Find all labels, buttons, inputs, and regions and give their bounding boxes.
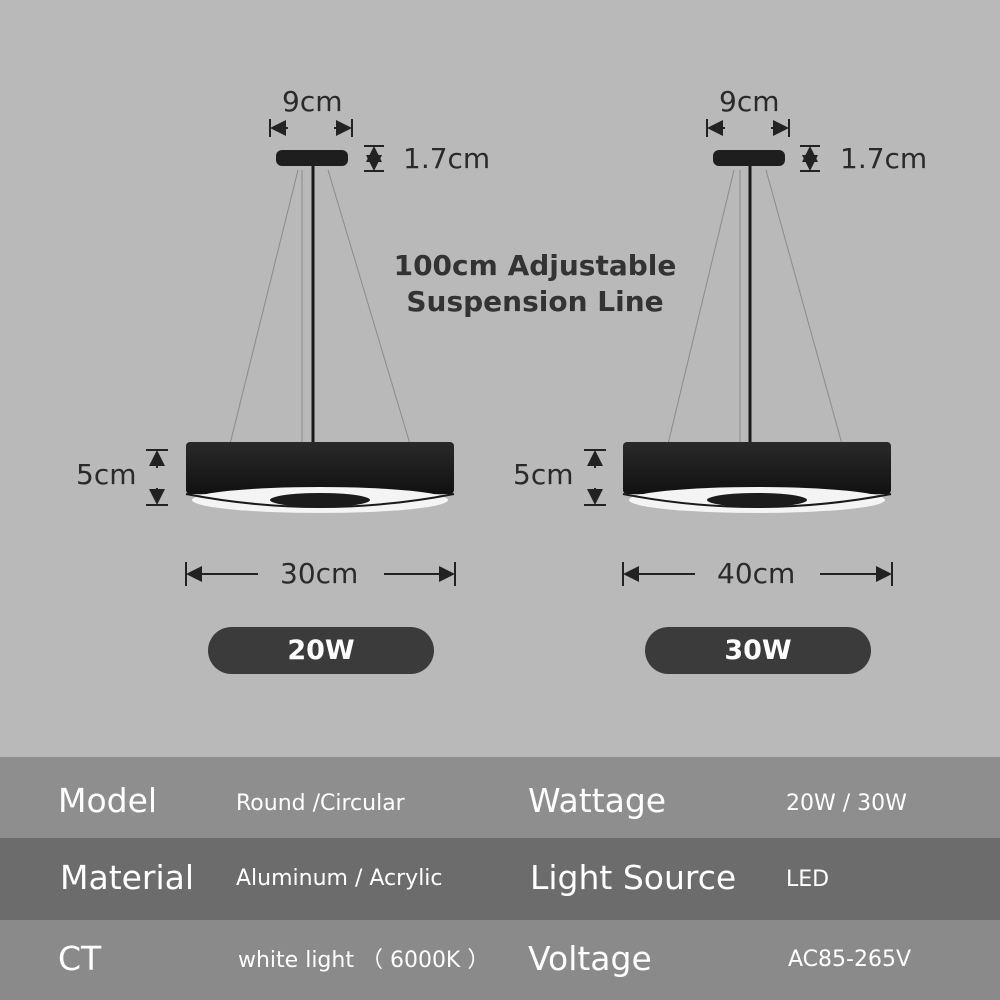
left-wattage-badge: 20W (208, 627, 434, 674)
spec-value: Round /Circular (236, 791, 405, 816)
right-lamp (584, 119, 893, 586)
suspension-line-caption: 100cm Adjustable Suspension Line (340, 248, 730, 320)
right-canopy-height-label: 1.7cm (840, 142, 928, 175)
left-canopy-width-label: 9cm (282, 85, 343, 118)
suspension-line1: 100cm Adjustable (393, 249, 677, 282)
right-body-height-label: 5cm (513, 458, 574, 491)
spec-table: Model Round /Circular Wattage 20W / 30W … (0, 757, 1000, 1000)
right-wattage-badge: 30W (645, 627, 871, 674)
left-diameter-label: 30cm (280, 557, 359, 590)
spec-value: Aluminum / Acrylic (236, 866, 443, 891)
spec-label: Material (60, 858, 195, 897)
spec-label: Model (58, 781, 158, 820)
spec-row: Model Round /Circular Wattage 20W / 30W (0, 757, 1000, 838)
spec-row: CT white light （ 6000K ） Voltage AC85-26… (0, 920, 1000, 1000)
suspension-line2: Suspension Line (406, 285, 664, 318)
right-diameter-label: 40cm (717, 557, 796, 590)
lamp-illustrations (146, 119, 893, 586)
left-lamp (146, 119, 456, 586)
spec-value: LED (786, 867, 830, 892)
left-body-height-label: 5cm (76, 458, 137, 491)
spec-row: Material Aluminum / Acrylic Light Source… (0, 838, 1000, 920)
spec-label: Wattage (528, 781, 667, 820)
spec-value: AC85-265V (788, 947, 911, 972)
left-canopy-height-label: 1.7cm (403, 142, 491, 175)
spec-label: Light Source (530, 858, 737, 897)
right-canopy-width-label: 9cm (719, 85, 780, 118)
spec-label: CT (58, 939, 102, 978)
spec-value: 20W / 30W (786, 791, 907, 816)
product-dimension-area: 9cm 1.7cm 5cm 30cm 9cm 1.7cm 5cm 40cm 10… (76, 85, 928, 674)
spec-value: white light （ 6000K ） (238, 948, 490, 973)
spec-label: Voltage (528, 939, 652, 978)
